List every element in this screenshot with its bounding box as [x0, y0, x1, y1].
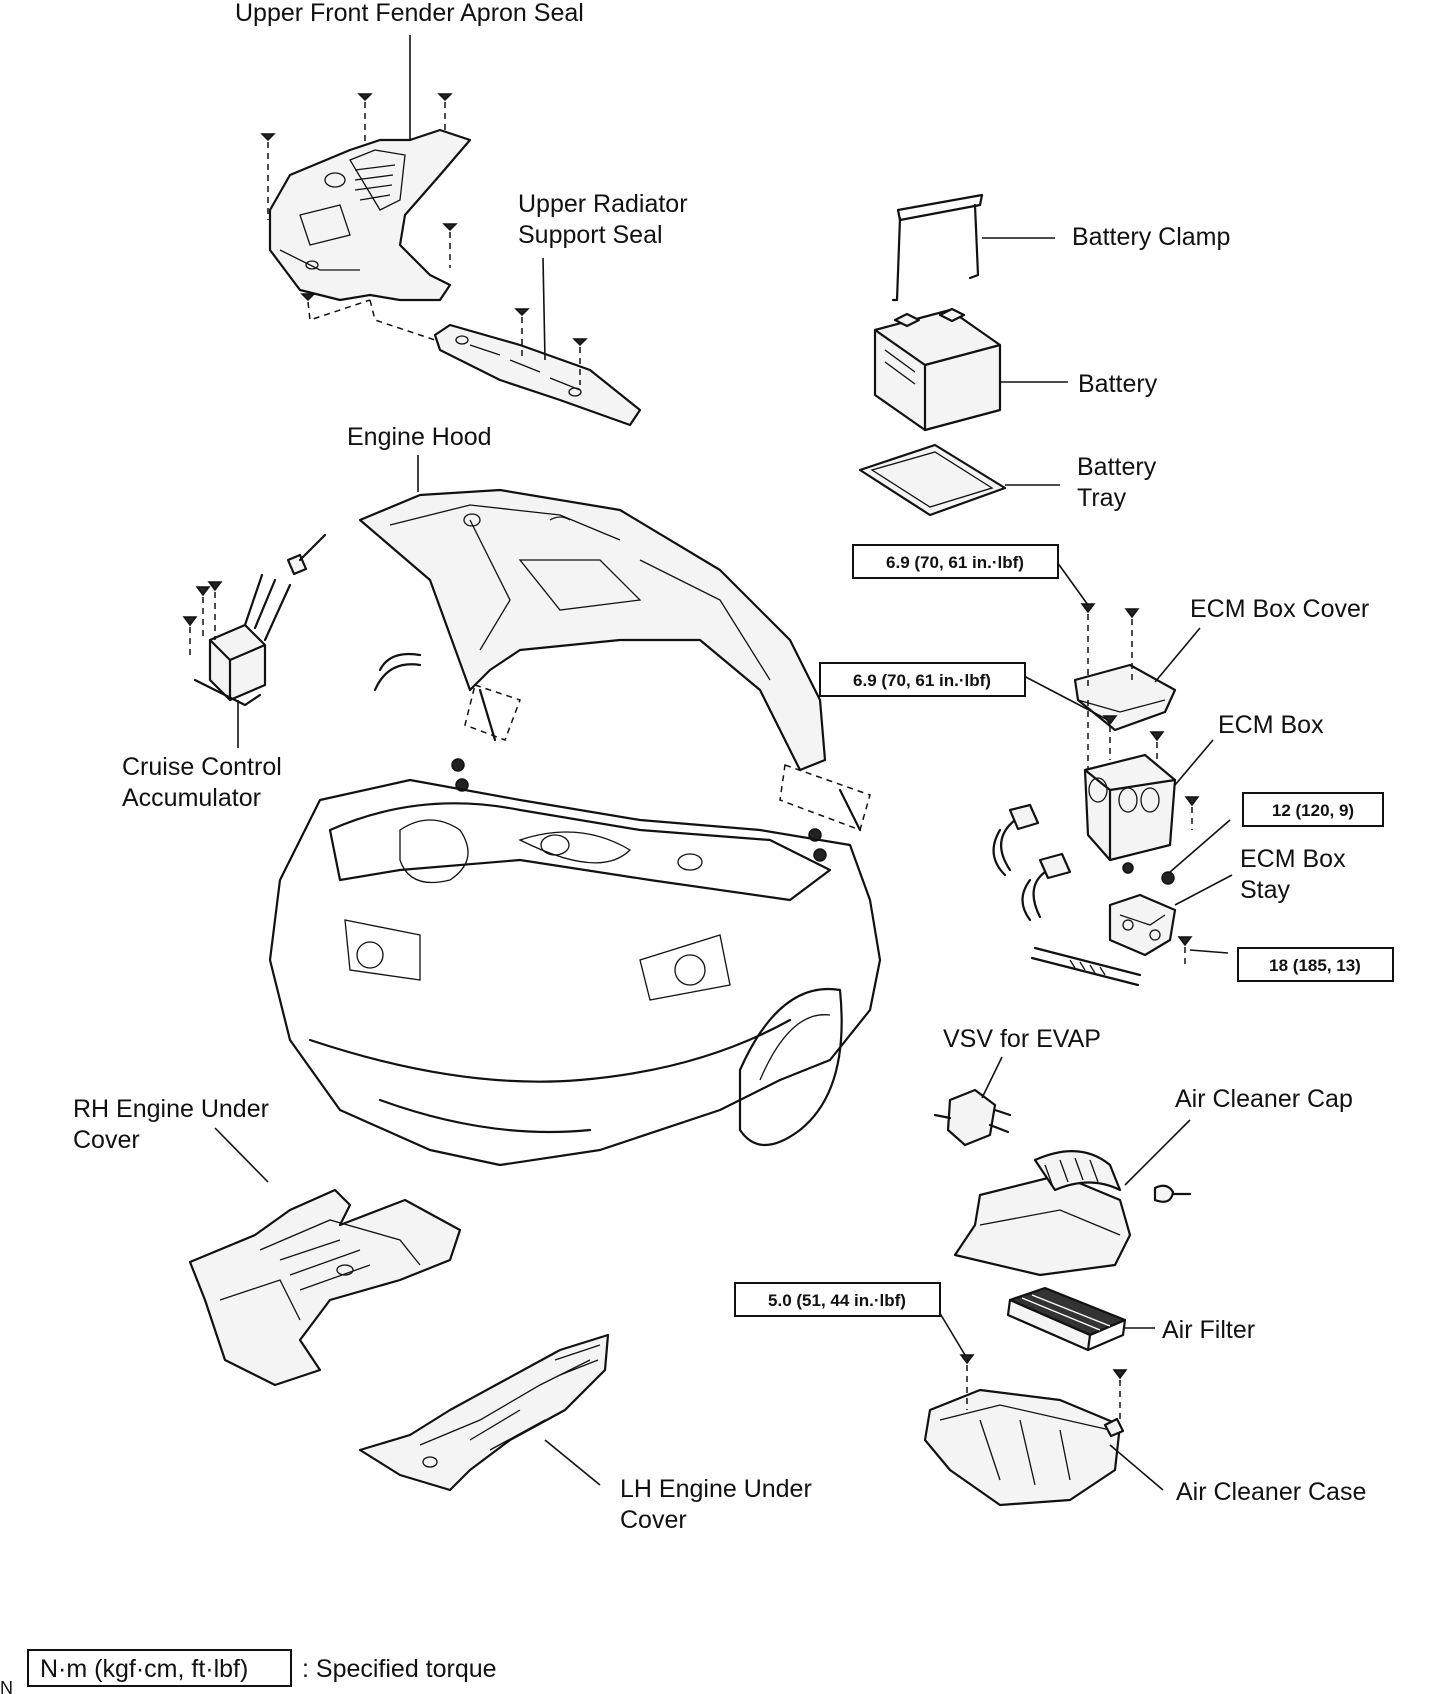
ecm-box-cover-leader [1154, 627, 1201, 683]
ecm-box-stay-leader [1174, 874, 1233, 906]
upper-front-fender-apron-seal-part [268, 128, 472, 302]
battery-clamp-part [891, 193, 984, 302]
air-cleaner-case-part [923, 1354, 1128, 1507]
torque-value-ecm-box: 6.9 (70, 61 in.·lbf) [853, 671, 991, 690]
engine-hood-part [358, 488, 827, 772]
hose-part [373, 652, 422, 692]
battery-part [873, 307, 1002, 432]
apron-seal-clips [260, 93, 458, 322]
ecm-box-stay-part [1108, 862, 1193, 965]
torque-leader-ecm-box [1019, 673, 1109, 721]
cruise-control-accumulator-part [182, 533, 327, 707]
label-lh-engine-under-cover-line2: Cover [620, 1506, 687, 1534]
torque-leader-ecm-stay-lower [1189, 949, 1229, 954]
vehicle-body [268, 778, 882, 1167]
label-ecm-box-stay-line2: Stay [1240, 876, 1291, 904]
air-cleaner-cap-leader [1124, 1119, 1191, 1186]
vsv-leader [981, 1056, 1003, 1099]
vsv-for-evap-part [933, 1088, 1012, 1147]
torque-box-ecm-box: 6.9 (70, 61 in.·lbf) [819, 662, 1026, 697]
torque-box-ecm-stay-lower: 18 (185, 13) [1237, 947, 1394, 982]
air-filter-part [1006, 1286, 1127, 1352]
label-lh-engine-under-cover-line1: LH Engine Under [620, 1475, 812, 1503]
label-upper-radiator-support-seal-line2: Support Seal [518, 221, 663, 249]
label-rh-engine-under-cover-line1: RH Engine Under [73, 1095, 269, 1123]
torque-legend: N·m (kgf·cm, ft·lbf) : Specified torque [27, 1649, 497, 1687]
label-vsv-for-evap: VSV for EVAP [943, 1025, 1101, 1053]
label-ecm-box-cover: ECM Box Cover [1190, 595, 1369, 623]
label-upper-radiator-support-seal-line1: Upper Radiator [518, 190, 688, 218]
label-ecm-box-stay-line1: ECM Box [1240, 845, 1346, 873]
ecm-box-connectors [992, 803, 1072, 922]
torque-value-ecm-box-cover: 6.9 (70, 61 in.·lbf) [886, 553, 1024, 572]
hood-hinges [451, 684, 871, 862]
label-rh-engine-under-cover-line2: Cover [73, 1126, 140, 1154]
air-cleaner-cap-part [953, 1150, 1192, 1277]
torque-box-ecm-box-cover: 6.9 (70, 61 in.·lbf) [852, 544, 1059, 579]
label-air-filter: Air Filter [1162, 1316, 1255, 1344]
label-air-cleaner-case: Air Cleaner Case [1176, 1478, 1366, 1506]
label-engine-hood: Engine Hood [347, 423, 492, 451]
label-battery-tray-line1: Battery [1077, 453, 1157, 481]
radiator-seal-leader [542, 257, 546, 361]
ecm-box-leader [1174, 739, 1214, 786]
lh-under-cover-leader [544, 1439, 601, 1486]
label-battery: Battery [1078, 370, 1158, 398]
ecm-box-part [1083, 753, 1177, 862]
battery-tray-part [858, 443, 1007, 517]
ecm-stay-bracket-ground [1030, 946, 1142, 987]
legend-unit-box: N·m (kgf·cm, ft·lbf) [40, 1655, 248, 1683]
label-cruise-control-accumulator-line1: Cruise Control [122, 753, 282, 781]
torque-value-ecm-stay-lower: 18 (185, 13) [1269, 956, 1361, 975]
ecm-box-cover-part [1073, 663, 1177, 732]
lh-engine-under-cover-part [358, 1333, 610, 1492]
label-battery-clamp: Battery Clamp [1072, 223, 1230, 251]
label-upper-front-fender-apron-seal: Upper Front Fender Apron Seal [235, 0, 584, 27]
torque-value-air-cleaner-case: 5.0 (51, 44 in.·lbf) [768, 1291, 906, 1310]
corner-mark: N [0, 1678, 13, 1694]
label-ecm-box: ECM Box [1218, 711, 1324, 739]
label-air-cleaner-cap: Air Cleaner Cap [1175, 1085, 1353, 1113]
legend-description: : Specified torque [302, 1655, 497, 1683]
rh-engine-under-cover-part [188, 1188, 462, 1387]
ecm-box-bolts [1087, 700, 1200, 830]
radiator-seal-clips [369, 299, 588, 385]
air-cleaner-case-leader [1109, 1444, 1164, 1491]
label-cruise-control-accumulator-line2: Accumulator [122, 784, 261, 812]
rh-under-cover-leader [214, 1127, 269, 1183]
label-battery-tray-line2: Tray [1077, 484, 1127, 512]
torque-leader-ecm-stay-upper [1169, 819, 1231, 873]
torque-value-ecm-stay-upper: 12 (120, 9) [1272, 801, 1354, 820]
torque-box-air-cleaner-case: 5.0 (51, 44 in.·lbf) [734, 1282, 941, 1317]
torque-box-ecm-stay-upper: 12 (120, 9) [1242, 792, 1384, 827]
upper-radiator-support-seal-part [433, 323, 642, 427]
